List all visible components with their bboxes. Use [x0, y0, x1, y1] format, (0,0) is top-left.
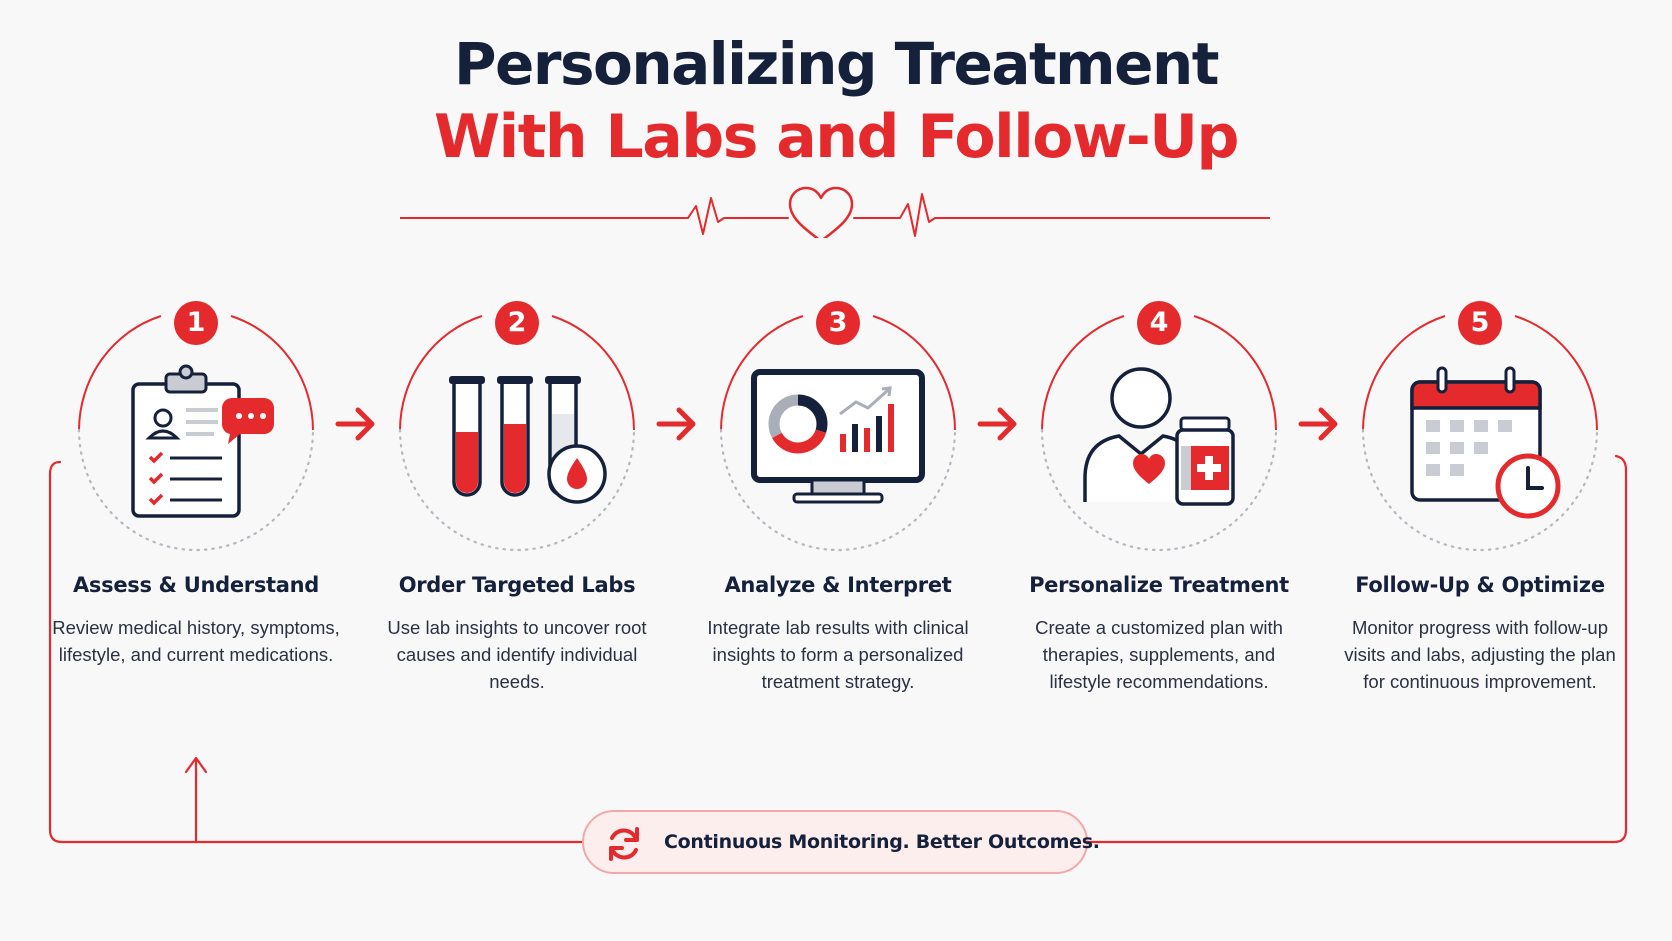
- step-description: Create a customized plan with therapies,…: [1035, 617, 1283, 692]
- step-description: Review medical history, symptoms, lifest…: [52, 617, 340, 665]
- step-number-badge: 3: [816, 301, 860, 345]
- step-number-badge: 2: [495, 301, 539, 345]
- step-description: Use lab insights to uncover root causes …: [387, 617, 647, 692]
- blood-test-tubes-icon: [449, 376, 607, 504]
- step-number-badge: 4: [1137, 301, 1181, 345]
- step-ring: [398, 315, 636, 552]
- clipboard-checklist-icon: [131, 364, 274, 518]
- step-ring: [77, 315, 315, 552]
- step-ring: [1040, 315, 1278, 552]
- refresh-cycle-icon: [609, 827, 639, 861]
- step-ring: [719, 315, 957, 552]
- page-title: Personalizing Treatment: [454, 30, 1219, 98]
- step-title: Analyze & Interpret: [724, 573, 952, 597]
- step-description: Integrate lab results with clinical insi…: [707, 617, 969, 692]
- step-ring: [1361, 315, 1599, 552]
- arrow-right-icon: [977, 407, 1017, 441]
- heartbeat-divider: [400, 186, 1270, 238]
- monitor-analytics-icon: [751, 369, 925, 504]
- continuous-monitoring-banner: Continuous Monitoring. Better Outcomes.: [582, 810, 1100, 874]
- step-title: Order Targeted Labs: [398, 573, 636, 597]
- step-number-badge: 5: [1458, 301, 1502, 345]
- step-description: Monitor progress with follow-up visits a…: [1344, 617, 1616, 692]
- arrow-right-icon: [1298, 407, 1338, 441]
- step-number-badge: 1: [174, 301, 218, 345]
- step-title: Assess & Understand: [72, 573, 320, 597]
- step-title: Follow-Up & Optimize: [1355, 573, 1605, 597]
- arrow-right-icon: [656, 407, 696, 441]
- page-subtitle: With Labs and Follow-Up: [434, 102, 1239, 172]
- step-title: Personalize Treatment: [1029, 573, 1289, 597]
- calendar-clock-icon: [1410, 366, 1561, 519]
- banner-label: Continuous Monitoring. Better Outcomes.: [664, 831, 1100, 853]
- patient-medication-icon: [1083, 367, 1235, 506]
- arrow-right-icon: [335, 407, 375, 441]
